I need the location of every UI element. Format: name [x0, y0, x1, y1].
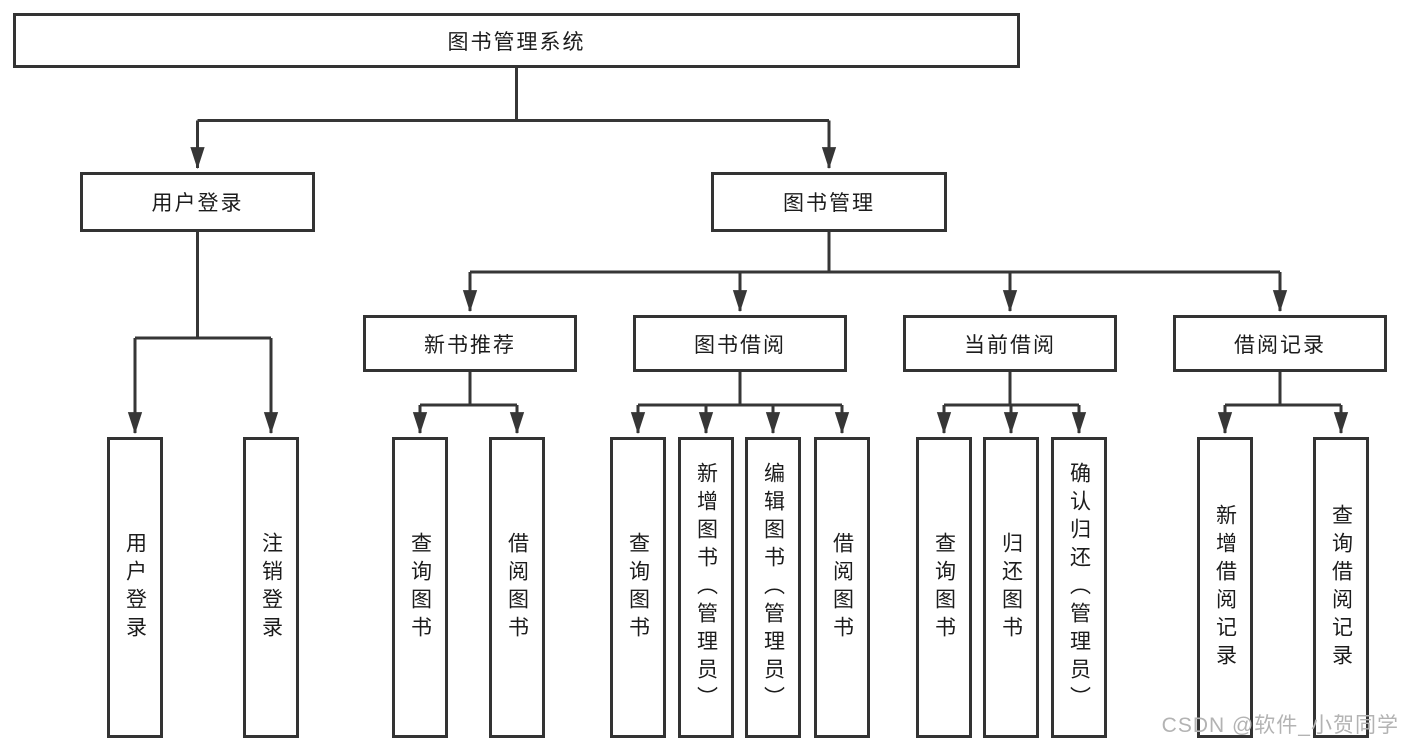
- node-book-management: 图书管理: [711, 172, 947, 232]
- edges-root-to-level2: [190, 68, 837, 170]
- edges-borrow-record-to-leaves: [1217, 372, 1349, 435]
- leaf-return-book: 归还图书: [983, 437, 1039, 738]
- leaf-label: 查询图书: [626, 531, 650, 644]
- edges-current-borrow-to-leaves: [936, 372, 1087, 435]
- leaf-label: 查询图书: [408, 531, 432, 644]
- leaf-edit-book-admin: 编辑图书（管理员）: [745, 437, 801, 738]
- leaf-label: 用户登录: [123, 531, 147, 644]
- leaf-logout: 注销登录: [243, 437, 299, 738]
- leaf-label: 确认归还（管理员）: [1067, 461, 1091, 714]
- leaf-label: 注销登录: [259, 531, 283, 644]
- leaf-borrow-book-recommend: 借阅图书: [489, 437, 545, 738]
- leaf-add-borrow-record: 新增借阅记录: [1197, 437, 1253, 738]
- leaf-confirm-return-admin: 确认归还（管理员）: [1051, 437, 1107, 738]
- leaf-label: 借阅图书: [505, 531, 529, 644]
- leaf-label: 查询借阅记录: [1329, 503, 1353, 672]
- edges-user-login-to-leaves: [127, 232, 279, 435]
- leaf-query-book-recommend: 查询图书: [392, 437, 448, 738]
- leaf-add-book-admin: 新增图书（管理员）: [678, 437, 734, 738]
- edges-book-mgmt-to-level3: [462, 232, 1288, 313]
- csdn-watermark: CSDN @软件_小贺同学: [1161, 714, 1399, 737]
- edges-new-book-recommend-to-leaves: [412, 372, 525, 435]
- node-user-login: 用户登录: [80, 172, 315, 232]
- leaf-label: 新增图书（管理员）: [694, 461, 718, 714]
- leaf-query-book: 查询图书: [610, 437, 666, 738]
- leaf-label: 编辑图书（管理员）: [761, 461, 785, 714]
- node-book-borrow: 图书借阅: [633, 315, 847, 372]
- node-borrow-record: 借阅记录: [1173, 315, 1387, 372]
- leaf-query-current-book: 查询图书: [916, 437, 972, 738]
- node-current-borrow: 当前借阅: [903, 315, 1117, 372]
- leaf-user-login: 用户登录: [107, 437, 163, 738]
- edges-book-borrow-to-leaves: [630, 372, 850, 435]
- leaf-label: 查询图书: [932, 531, 956, 644]
- node-new-book-recommend: 新书推荐: [363, 315, 577, 372]
- leaf-query-borrow-record: 查询借阅记录: [1313, 437, 1369, 738]
- leaf-label: 新增借阅记录: [1213, 503, 1237, 672]
- leaf-borrow-book: 借阅图书: [814, 437, 870, 738]
- node-root-library-system: 图书管理系统: [13, 13, 1020, 68]
- leaf-label: 归还图书: [999, 531, 1023, 644]
- leaf-label: 借阅图书: [830, 531, 854, 644]
